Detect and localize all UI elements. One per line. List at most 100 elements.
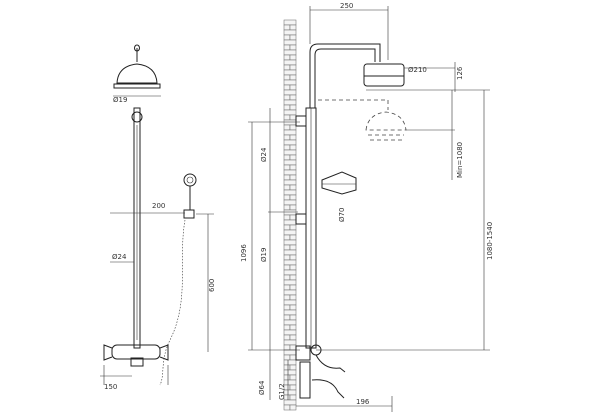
brick [289,404,297,411]
brick [283,64,291,71]
side-shower-head-upper [363,63,490,91]
brick [283,299,297,306]
brick [289,44,297,51]
side-riser [295,107,317,349]
brick [283,294,291,301]
brick [283,209,297,216]
front-base-label: 150 [104,383,117,391]
brick [283,54,291,61]
brick [283,189,297,196]
brick [289,74,297,81]
brick [283,44,291,51]
brick [289,164,297,171]
brick [283,364,291,371]
brick [289,54,297,61]
side-top-arm [309,6,389,108]
side-left-height-label: 1096 [240,244,248,262]
brick [283,34,291,41]
brick [283,404,291,411]
brick [283,319,297,326]
brick [283,149,297,156]
brick [289,234,297,241]
brick [283,289,297,296]
brick [283,184,291,191]
brick [283,334,291,341]
brick [289,254,297,261]
front-view: Ø19 200 Ø24 600 150 [100,44,216,391]
brick [289,384,297,391]
brick [289,284,297,291]
brick [289,344,297,351]
brick [283,179,297,186]
side-height-range-label: 1080-1540 [486,222,494,260]
side-right-dims [316,62,490,351]
brick [283,109,297,116]
brick [283,359,297,366]
brick [283,249,297,256]
brick [283,69,297,76]
brick [283,159,297,166]
brick [283,314,291,321]
brick [289,224,297,231]
brick [289,114,297,121]
brick [289,24,297,31]
brick [289,124,297,131]
brick [283,139,297,146]
brick [283,119,297,126]
front-head-dia-label: Ø19 [113,96,127,104]
side-bottom-thread-label: G1/2 [278,383,286,400]
brick [283,124,291,131]
brick [289,184,297,191]
front-arm-label: 200 [152,202,165,210]
brick [283,129,297,136]
brick [283,279,297,286]
brick [283,204,291,211]
brick [283,74,291,81]
brick [283,114,291,121]
front-riser [110,107,185,349]
brick [289,324,297,331]
front-shower-head [113,44,161,97]
brick [289,304,297,311]
side-holder-label: Ø70 [338,208,346,222]
brick [283,369,297,376]
brick [289,214,297,221]
brick [289,194,297,201]
brick [283,194,291,201]
brick [283,89,297,96]
brick [289,314,297,321]
brick [289,204,297,211]
front-hand-shower [159,173,214,386]
brick [283,264,291,271]
side-hand-holder [321,171,357,195]
brick [289,374,297,381]
side-upper-segment-label: Ø24 [260,147,268,162]
brick [289,104,297,111]
front-hose-label: 600 [208,279,216,292]
brick [283,339,297,346]
brick [289,84,297,91]
brick [283,19,297,26]
brick [283,214,291,221]
brick [283,269,297,276]
brick [283,224,291,231]
side-head-size-label: Ø210 [408,66,427,74]
brick [289,244,297,251]
brick [289,34,297,41]
brick [283,229,297,236]
brick [283,239,297,246]
brick [283,324,291,331]
side-shower-head-lower [318,99,455,141]
side-lower-segment-label: Ø19 [260,248,268,262]
brick [283,24,291,31]
brick [283,329,297,336]
brick [289,354,297,361]
brick [283,234,291,241]
brick [283,274,291,281]
brick [289,334,297,341]
brick [283,99,297,106]
brick [283,59,297,66]
brick [289,264,297,271]
brick [283,94,291,101]
side-top-width-label: 250 [340,2,353,10]
